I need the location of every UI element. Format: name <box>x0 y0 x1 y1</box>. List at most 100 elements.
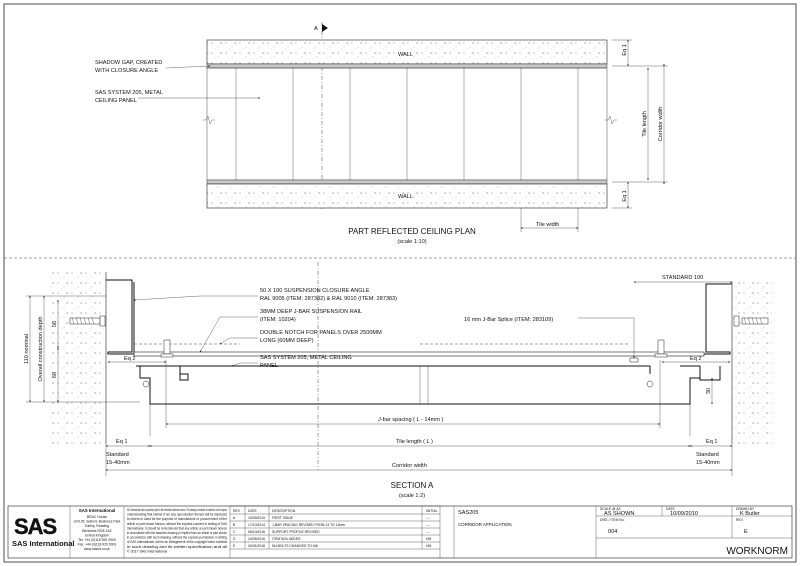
revision-description: FIRST ISSUE <box>272 516 294 520</box>
company-address-line: BRAC House <box>87 515 107 519</box>
dim-tile-length: Tile length <box>642 111 648 137</box>
disclaimer-line: understanding that neither it nor any re… <box>127 513 227 517</box>
callout-closure-line2: RAL 9005 (ITEM: 287382) & RAL 9010 (ITEM… <box>260 296 397 302</box>
drawing-description: CORRIDOR APPLICATION <box>458 522 512 527</box>
company-address-line: www.sasint.co.uk <box>84 547 110 551</box>
revision-letter: D <box>233 537 236 541</box>
closure-angle-left <box>106 279 135 355</box>
dim-jbar-spacing: J-bar spacing ( L - 14mm ) <box>378 417 444 423</box>
section-title: SECTION A <box>391 481 434 490</box>
revision-date: 20/01/2016 <box>248 544 265 548</box>
company-address-line: United Kingdom <box>85 533 109 537</box>
section-marker-arrow-icon <box>322 24 328 32</box>
dim-eq1-right: Eq 1 <box>706 439 718 445</box>
company-address-line: Tel: +44 (0)118 929 0900 <box>78 538 116 542</box>
panel-hook-left <box>142 380 150 388</box>
callout-panel-line1: SAS SYSTEM 205, METAL <box>95 90 163 96</box>
revision-initial: HM <box>426 537 431 541</box>
dim-corridor-width: Corridor width <box>392 463 427 469</box>
shadow-gap-bottom <box>206 179 608 185</box>
wall-right <box>732 282 772 444</box>
disclaimer-line: in accordance with the attached drawing … <box>127 531 227 535</box>
dim-eq1-left: Eq 1 <box>116 439 128 445</box>
revision-letter: E <box>233 544 236 548</box>
date-value: 10/09/2010 <box>670 511 698 517</box>
callout-splice: 16 mm J-Bar Splice (ITEM: 283109) <box>464 317 553 323</box>
company-address-line: Earley, Reading <box>85 524 109 528</box>
revision-initial: --- <box>426 516 429 520</box>
dim-60: 60 <box>52 372 58 378</box>
standard-left-line2: 15-40mm <box>106 460 130 466</box>
revision-header: INITIAL <box>426 509 438 513</box>
wall-bolt-right <box>733 315 769 327</box>
break-mark-right <box>605 115 617 125</box>
wall-bolt-left <box>69 315 106 327</box>
callout-panel-leader <box>231 362 258 367</box>
revision-letter: A <box>233 516 236 520</box>
company-address-line: Berkshire RG6 1AZ <box>82 529 111 533</box>
callout-panel-line2: CEILING PANEL <box>95 98 137 104</box>
dim-overall-depth: Overall construction depth <box>38 317 44 382</box>
scale-label: SCALE @ A3 <box>600 507 621 511</box>
callout-notch-leader <box>219 337 258 345</box>
disclaimer-line: in accordance with such drawing, without… <box>127 536 227 540</box>
dim-eq1-bottom: Eq 1 <box>622 190 628 202</box>
drawing-code: SAS205 <box>458 510 479 516</box>
dim-tile-width: Tile width <box>536 222 559 228</box>
dim-eq2-left: Eq 2 <box>124 356 136 362</box>
dim-30: 30 <box>706 388 712 394</box>
drawn-value: K Butler <box>740 511 760 517</box>
disclaimer-line: International. It should be remembered t… <box>127 526 227 530</box>
svg-text:SAS: SAS <box>14 514 57 539</box>
revision-date: 10/09/2010 <box>248 516 265 520</box>
section-scale: (scale 1:2) <box>399 493 425 499</box>
wall-left <box>50 272 106 444</box>
revision-initial: --- <box>426 523 429 527</box>
logo-text: SAS International <box>12 539 75 548</box>
callout-closure-leader <box>133 295 258 301</box>
date-label: DATE <box>666 507 676 511</box>
revision-description: ITEM NOs ADDED <box>272 537 301 541</box>
disclaimer-line: SAS International claims proprietary rig… <box>127 508 227 512</box>
wall-bottom <box>206 183 608 209</box>
scale-value: AS SHOWN <box>604 511 634 517</box>
revision-description: M4 BOLTS CHANGED TO M6 <box>272 544 318 548</box>
company-name: SAS International <box>79 508 116 513</box>
callout-jbar-leader <box>199 316 258 353</box>
dim-50: 50 <box>52 321 58 327</box>
ceiling-plan: A WALL WALL SHADOW GAP, CREATED WITH CLO… <box>95 22 668 245</box>
jbar-splice <box>629 357 639 363</box>
ceiling-panel-profile <box>136 365 721 405</box>
wall-bottom-label: WALL <box>398 194 413 200</box>
callout-shadow-gap-line2: WITH CLOSURE ANGLE <box>95 68 158 74</box>
plan-scale: (scale 1:10) <box>397 239 426 245</box>
standard-left-line1: Standard <box>106 452 129 458</box>
callout-jbar-line2: (ITEM: 10204) <box>260 317 296 323</box>
callout-panel-line1: SAS SYSTEM 205, METAL CEILING <box>260 355 352 361</box>
title-block: SAS SAS International SAS International … <box>7 505 793 559</box>
company-address-line: Fax: +44 (0)118 929 0901 <box>78 543 117 547</box>
revision-date: 24/05/2016 <box>248 537 265 541</box>
dwg-label: DRG / ITEM No. <box>600 518 625 522</box>
disclaimer-line: to others or used for the purpose of man… <box>127 517 227 521</box>
panel-joints <box>235 68 579 180</box>
dim-eq2-right: Eq 2 <box>690 356 702 362</box>
revision-header: DESCRIPTION <box>272 509 296 513</box>
revision-initial: --- <box>426 530 429 534</box>
closure-angle-right <box>704 283 732 355</box>
panel-hook-right <box>646 380 654 388</box>
disclaimer-line: © 2017 SAS International <box>127 549 167 553</box>
shadow-gap-top <box>206 63 608 69</box>
callout-closure-line1: 50 X 100 SUSPENSION CLOSURE ANGLE <box>260 288 370 294</box>
revision-header: DATE <box>248 509 258 513</box>
revision-description: SUPPORT PROFILE REVISED <box>272 530 320 534</box>
callout-jbar-line1: 38MM DEEP J-BAR SUSPENSION RAIL <box>260 309 362 315</box>
dim-standard-100: STANDARD 100 <box>662 275 703 281</box>
revision-initial: HM <box>426 544 431 548</box>
callout-notch-line1: DOUBLE NOTCH FOR PANELS OVER 2500MM <box>260 330 382 336</box>
sheet-border <box>3 3 797 563</box>
panel-break <box>419 366 429 404</box>
standard-right-line2: 15-40mm <box>696 460 720 466</box>
